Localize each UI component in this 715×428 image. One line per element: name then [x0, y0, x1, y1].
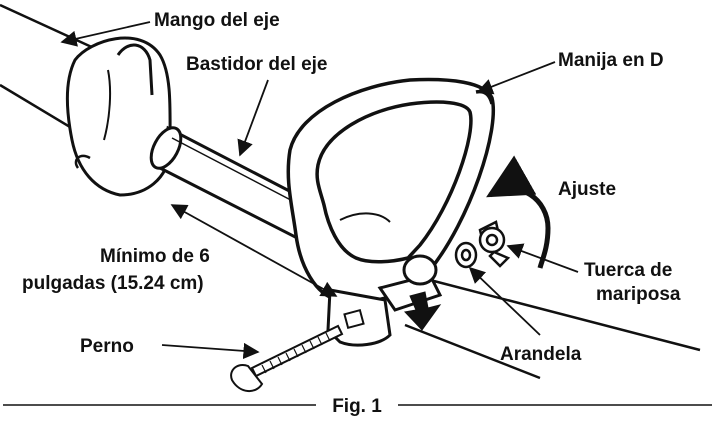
label-minimum-line1: Mínimo de 6 — [100, 246, 210, 267]
shaft-handle-grip — [66, 36, 172, 197]
leader-bolt — [161, 342, 260, 360]
label-minimum-line2: pulgadas (15.24 cm) — [22, 273, 204, 294]
figure-caption: Fig. 1 — [332, 396, 382, 417]
leader-shaft-handle — [60, 21, 151, 47]
label-wing-nut-line2: mariposa — [596, 284, 681, 305]
bolt-icon — [230, 324, 344, 392]
leader-wing-nut — [506, 243, 579, 273]
min-distance-line — [170, 204, 338, 297]
d-handle — [286, 77, 495, 304]
label-wing-nut-line1: Tuerca de — [584, 260, 672, 281]
label-adjust: Ajuste — [558, 179, 616, 200]
bolt-socket — [343, 308, 365, 330]
label-bolt: Perno — [80, 336, 134, 357]
leader-d-handle — [476, 61, 556, 95]
label-shaft-frame: Bastidor del eje — [186, 54, 328, 75]
label-shaft-handle: Mango del eje — [154, 10, 280, 31]
slide-arrow-icon — [404, 291, 442, 331]
label-washer: Arandela — [500, 344, 582, 365]
label-d-handle: Manija en D — [558, 50, 664, 71]
leader-lines — [60, 21, 579, 360]
wing-nut-icon — [478, 220, 511, 268]
washer-icon — [454, 241, 478, 269]
leader-shaft-frame — [237, 79, 269, 157]
leader-washer — [468, 266, 541, 336]
